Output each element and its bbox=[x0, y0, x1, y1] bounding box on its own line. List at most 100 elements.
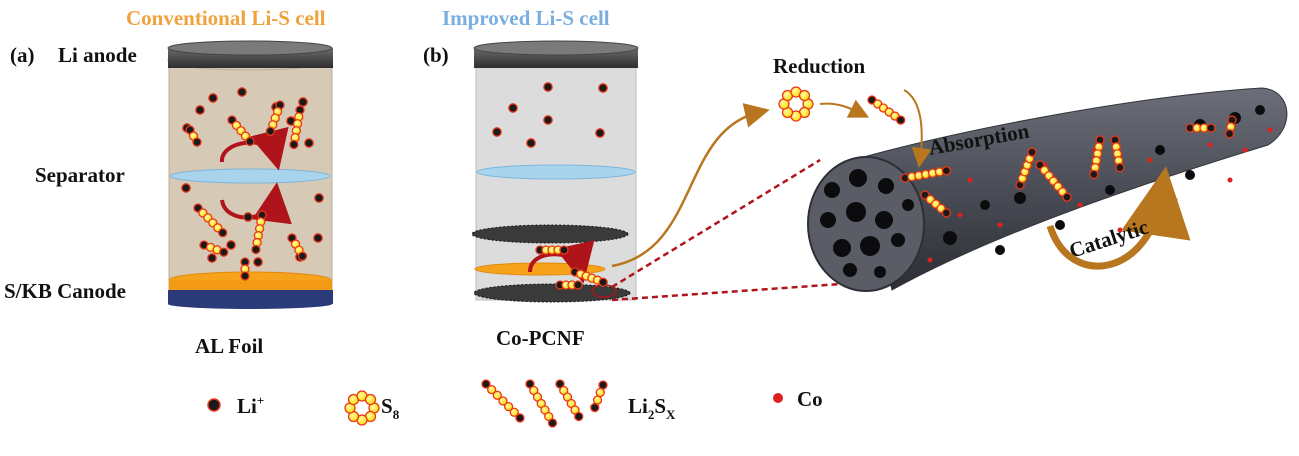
chain-li-atom bbox=[547, 418, 558, 428]
li-ion bbox=[253, 257, 263, 267]
chain-s-atom bbox=[509, 407, 519, 417]
li-ion bbox=[207, 253, 217, 263]
fiber-pore bbox=[995, 245, 1005, 255]
legend-li-ion-label: Li+ bbox=[237, 393, 264, 418]
fiber-pore bbox=[1105, 185, 1115, 195]
chain-li-atom bbox=[1089, 169, 1099, 180]
catalytic-label: Catalytic bbox=[1066, 215, 1151, 263]
conventional-cell bbox=[167, 40, 333, 309]
chain-s-atom bbox=[592, 395, 603, 405]
li-ion bbox=[181, 183, 191, 193]
li-ion bbox=[543, 82, 553, 92]
al-foil-label: AL Foil bbox=[195, 334, 263, 358]
chain-li-atom bbox=[289, 139, 299, 150]
legend-li2sx-label: Li2SX bbox=[628, 394, 676, 422]
s8-atom bbox=[798, 89, 811, 102]
legend-li-ion-icon bbox=[207, 398, 221, 412]
chain-li-atom bbox=[251, 244, 261, 255]
chain-li-atom bbox=[573, 280, 583, 290]
fiber-pore bbox=[1155, 145, 1165, 155]
absorption-arrow bbox=[903, 89, 932, 168]
li-ion bbox=[314, 193, 324, 203]
fiber-pore bbox=[849, 169, 867, 187]
chain-s-atom bbox=[503, 401, 514, 412]
conventional-cell-title: Conventional Li-S cell bbox=[126, 6, 326, 30]
adsorbed-polysulfide-group bbox=[900, 115, 1237, 218]
chain-s-atom bbox=[595, 387, 605, 398]
separator-a bbox=[169, 168, 331, 184]
co-nanoparticle bbox=[927, 257, 933, 263]
co-pcnf-label: Co-PCNF bbox=[496, 326, 585, 350]
chain-li-atom bbox=[515, 413, 525, 423]
chain-li-atom bbox=[598, 380, 608, 390]
fiber-pore bbox=[860, 236, 880, 256]
fiber-pore bbox=[843, 263, 857, 277]
co-nanoparticle bbox=[997, 222, 1003, 228]
li-ion bbox=[508, 103, 518, 113]
polysulfide-group-a bbox=[185, 100, 308, 281]
panel-label-a: (a) bbox=[10, 43, 35, 67]
fiber-pore bbox=[1055, 220, 1065, 230]
legend: Li+ S8 Li2SX Co bbox=[207, 379, 823, 428]
polysulfide-chain-reduction bbox=[867, 95, 906, 125]
li-ion bbox=[226, 240, 236, 250]
s8-molecule-reduction bbox=[778, 86, 814, 122]
reduction-arrow bbox=[819, 99, 870, 118]
chain-s-atom bbox=[492, 390, 502, 400]
li-ion bbox=[492, 127, 502, 137]
chain-s-atom bbox=[498, 396, 508, 406]
chain-li-atom bbox=[481, 379, 491, 389]
fiber-pore bbox=[878, 178, 894, 194]
fiber-pore bbox=[1185, 170, 1195, 180]
li-ion bbox=[543, 115, 553, 125]
co-pcnf-interlayer-upper bbox=[471, 224, 629, 244]
fiber-pore bbox=[891, 233, 905, 247]
separator-label: Separator bbox=[35, 163, 125, 187]
catalytic-arrow bbox=[1046, 166, 1191, 270]
co-nanoparticle bbox=[1172, 197, 1178, 203]
chain-li-atom bbox=[265, 126, 276, 136]
co-nanoparticle bbox=[1207, 142, 1213, 148]
co-nanoparticle bbox=[967, 177, 973, 183]
co-nanoparticle bbox=[1147, 157, 1153, 163]
chain-li-atom bbox=[219, 247, 229, 257]
li-anode-a-top bbox=[167, 40, 333, 56]
li-ion bbox=[598, 83, 608, 93]
chain-li-atom bbox=[590, 402, 600, 413]
fiber-pore bbox=[1255, 105, 1265, 115]
fiber-pore bbox=[824, 182, 840, 198]
panel-label-b: (b) bbox=[423, 43, 449, 67]
co-pcnf-interlayer-lower bbox=[473, 283, 631, 303]
chain-li-atom bbox=[941, 208, 952, 218]
cathode-label: S/KB Canode bbox=[4, 279, 126, 303]
li-ion-group-b bbox=[492, 82, 608, 148]
chain-li-atom bbox=[1027, 147, 1037, 157]
legend-co-icon bbox=[773, 393, 783, 403]
zoom-line-upper bbox=[611, 158, 821, 289]
co-nanoparticle bbox=[1227, 177, 1233, 183]
li-ion bbox=[595, 128, 605, 138]
li-ion bbox=[243, 212, 253, 222]
li-ion bbox=[237, 87, 247, 97]
chain-li-atom bbox=[240, 271, 250, 281]
chain-li-atom bbox=[598, 277, 608, 287]
polysulfide-group-b bbox=[535, 245, 608, 290]
chain-li-atom bbox=[574, 411, 584, 422]
li-ion bbox=[298, 97, 308, 107]
s8-atom bbox=[364, 393, 377, 406]
li-ion bbox=[195, 105, 205, 115]
chain-li-atom bbox=[941, 166, 952, 176]
co-nanoparticle bbox=[1267, 127, 1273, 133]
fiber-pore bbox=[943, 231, 957, 245]
fiber-pore bbox=[820, 212, 836, 228]
chain-li-atom bbox=[1206, 123, 1216, 133]
co-nanoparticle bbox=[1117, 227, 1123, 233]
li-ion bbox=[304, 138, 314, 148]
improved-cell bbox=[471, 40, 639, 303]
li-ion bbox=[313, 233, 323, 243]
legend-li2sx-icon bbox=[481, 379, 608, 428]
fiber-pore bbox=[1014, 192, 1026, 204]
chain-li-atom bbox=[192, 137, 202, 147]
separator-b bbox=[476, 164, 636, 180]
